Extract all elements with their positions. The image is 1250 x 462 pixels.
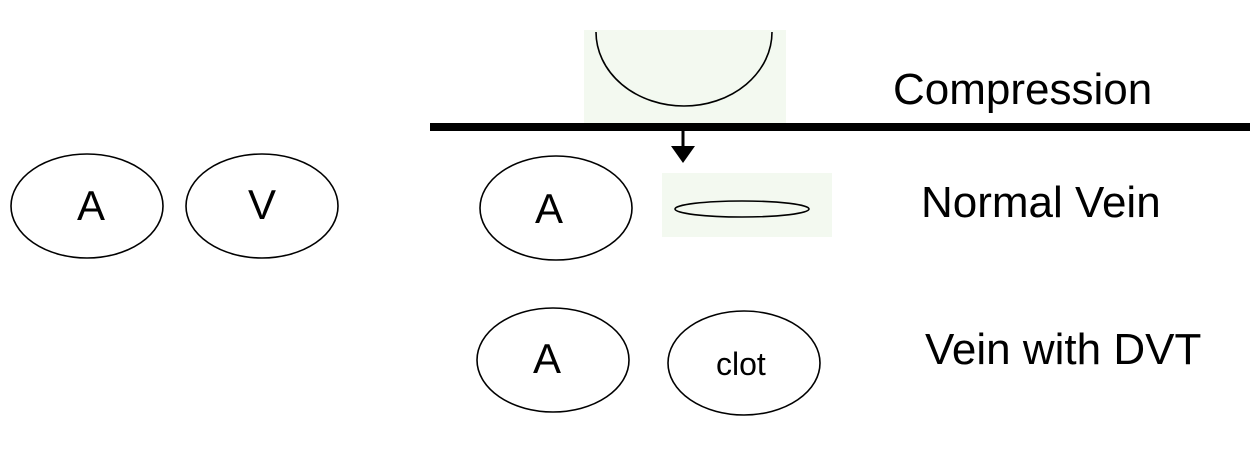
clotted-vein-ellipse [667, 310, 821, 416]
compression-label: Compression [893, 65, 1153, 114]
compressed-vein-ellipse [674, 200, 810, 218]
normal-row-artery-ellipse [479, 155, 633, 261]
normal-row-artery-label: A [535, 185, 564, 232]
ultrasound-probe [595, 31, 773, 107]
left-vein-label: V [248, 181, 277, 228]
dvt-row-artery-ellipse [476, 307, 630, 413]
left-vein-ellipse [185, 153, 339, 259]
left-artery-ellipse [10, 153, 164, 259]
compression-line [430, 123, 1250, 131]
vein-with-dvt-label: Vein with DVT [925, 325, 1202, 374]
clot-label: clot [716, 346, 766, 382]
left-artery-label: A [77, 182, 106, 229]
compression-arrow-head [671, 146, 695, 163]
dvt-row-artery-label: A [533, 335, 562, 382]
compressed-vein-background [662, 173, 832, 237]
normal-vein-label: Normal Vein [921, 178, 1161, 227]
